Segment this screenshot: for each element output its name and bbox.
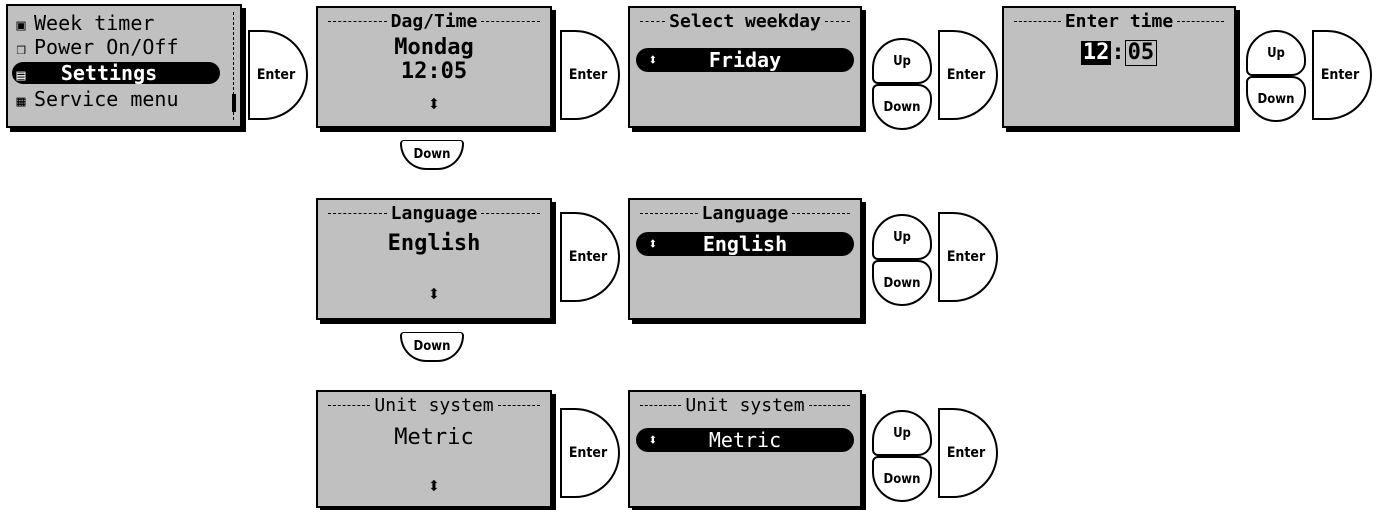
enter-time-screen: Enter time 12:05: [1002, 6, 1236, 128]
up-down-arrows-icon: ⬍: [648, 50, 658, 69]
up-button[interactable]: Up: [872, 38, 932, 84]
enter-button[interactable]: Enter: [248, 30, 308, 120]
dagtime-screen: Dag/Time Mondag 12:05 ⬍: [316, 6, 552, 128]
screen-title: Unit system: [636, 394, 854, 416]
calendar-icon: ▣: [16, 16, 26, 34]
up-down-arrows-icon: ⬍: [648, 430, 658, 449]
time-value: 12:05: [400, 59, 468, 84]
menu-item-label: Power On/Off: [34, 35, 179, 59]
unit-selected-value: Metric: [708, 428, 782, 452]
unit-select-screen: Unit system ⬍ Metric: [628, 390, 862, 508]
minute-field[interactable]: 05: [1124, 40, 1158, 66]
down-button[interactable]: Down: [1246, 76, 1306, 122]
down-button[interactable]: Down: [400, 140, 464, 170]
enter-button[interactable]: Enter: [938, 408, 998, 498]
unit-view-screen: Unit system Metric ⬍: [316, 390, 552, 508]
up-button[interactable]: Up: [1246, 30, 1306, 76]
enter-button[interactable]: Enter: [560, 30, 620, 120]
scrollbar-track: [233, 12, 234, 120]
menu-item-label: Week timer: [34, 11, 155, 35]
scrollbar-thumb[interactable]: [232, 94, 236, 112]
weekday-screen: Select weekday ⬍ Friday: [628, 6, 862, 128]
weekday-selector[interactable]: ⬍ Friday: [636, 48, 854, 72]
screen-title: Enter time: [1010, 10, 1228, 32]
menu-item-week-timer[interactable]: ▣ Week timer: [12, 12, 220, 34]
weekday-value: Friday: [708, 48, 782, 72]
time-entry[interactable]: 12:05: [1004, 40, 1234, 66]
power-icon: ❒: [16, 40, 26, 58]
time-separator: :: [1111, 40, 1125, 65]
screen-title: Language: [636, 202, 854, 224]
menu-item-label: Settings: [60, 61, 158, 85]
up-down-arrows-icon: ⬍: [648, 234, 658, 253]
language-view-screen: Language English ⬍: [316, 198, 552, 320]
enter-button[interactable]: Enter: [1312, 30, 1372, 120]
up-down-arrows-icon: ⬍: [427, 474, 441, 499]
settings-icon: ▤: [16, 66, 26, 84]
up-down-arrows-icon: ⬍: [427, 282, 441, 307]
screen-title: Dag/Time: [324, 10, 544, 32]
screen-title: Language: [324, 202, 544, 224]
screen-title: Select weekday: [636, 10, 854, 32]
enter-button[interactable]: Enter: [560, 408, 620, 498]
enter-button[interactable]: Enter: [938, 30, 998, 120]
menu-item-power[interactable]: ❒ Power On/Off: [12, 36, 220, 58]
menu-item-label: Service menu: [34, 87, 179, 111]
menu-item-settings[interactable]: ▤ Settings: [12, 62, 220, 84]
service-icon: ▦: [16, 92, 26, 110]
up-button[interactable]: Up: [872, 214, 932, 260]
unit-selector[interactable]: ⬍ Metric: [636, 428, 854, 452]
menu-item-service[interactable]: ▦ Service menu: [12, 88, 220, 110]
language-selected-value: English: [702, 232, 788, 256]
up-down-arrows-icon: ⬍: [427, 92, 441, 117]
day-value: Mondag: [394, 35, 474, 60]
down-button[interactable]: Down: [872, 260, 932, 306]
main-menu-screen: ▣ Week timer ❒ Power On/Off ▤ Settings ▦ Ser…: [6, 4, 242, 128]
down-button[interactable]: Down: [872, 84, 932, 130]
up-button[interactable]: Up: [872, 410, 932, 456]
language-value: English: [387, 231, 481, 256]
down-button[interactable]: Down: [872, 456, 932, 502]
enter-button[interactable]: Enter: [560, 212, 620, 302]
down-button[interactable]: Down: [400, 332, 464, 362]
unit-value: Metric: [394, 425, 474, 450]
language-selector[interactable]: ⬍ English: [636, 232, 854, 256]
language-select-screen: Language ⬍ English: [628, 198, 862, 320]
hour-field[interactable]: 12: [1080, 40, 1112, 65]
enter-button[interactable]: Enter: [938, 212, 998, 302]
screen-title: Unit system: [324, 394, 544, 416]
